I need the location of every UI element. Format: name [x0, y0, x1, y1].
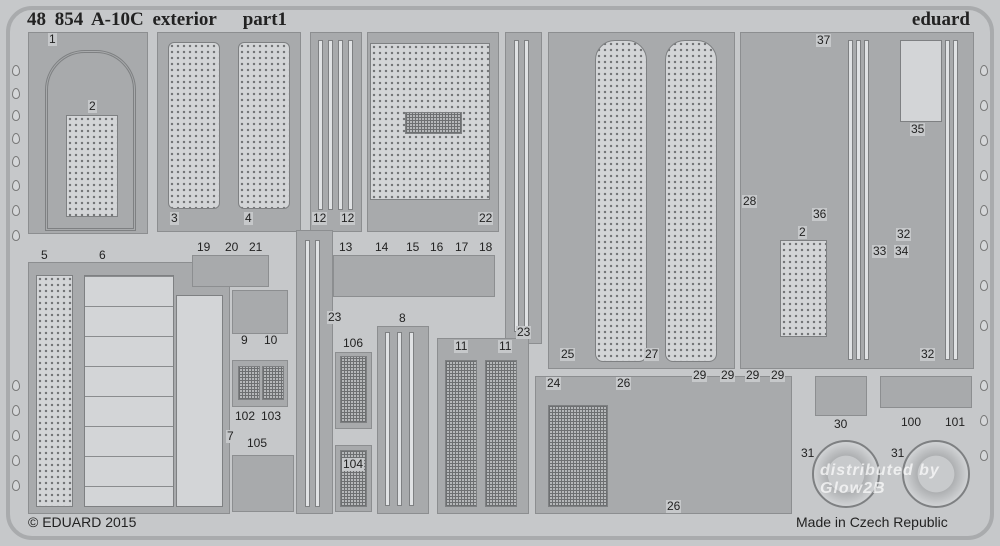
panel-part-105 [232, 455, 294, 512]
part-2b [780, 240, 827, 337]
part-4 [238, 42, 290, 209]
panel-part-23 [505, 32, 542, 344]
part-label: 22 [478, 211, 494, 225]
part-label: 100 [900, 415, 923, 429]
part-label: 6 [98, 248, 107, 262]
part-label: 2 [798, 225, 807, 239]
part-label: 10 [263, 333, 279, 347]
part-label: 13 [338, 240, 354, 254]
part-label: 3 [170, 211, 179, 225]
part-label: 27 [644, 347, 660, 361]
part-27-left [595, 40, 647, 362]
part-label: 23 [516, 325, 532, 339]
part-label: 12 [312, 211, 328, 225]
part-label: 15 [405, 240, 421, 254]
mesh-grille [405, 112, 462, 134]
part-label: 29 [745, 368, 761, 382]
part-label: 29 [720, 368, 736, 382]
part-5 [36, 275, 73, 507]
part-label: 18 [478, 240, 494, 254]
part-label: 28 [742, 194, 758, 208]
part-label: 29 [692, 368, 708, 382]
part-label: 11 [498, 339, 513, 353]
part-2 [66, 115, 118, 217]
part-label: 103 [260, 409, 283, 423]
brand-logo: eduard [911, 9, 970, 30]
part-label: 26 [666, 499, 682, 513]
part-3 [168, 42, 220, 209]
part-label: 26 [616, 376, 632, 390]
part-label: 101 [944, 415, 967, 429]
part-label: 105 [246, 436, 269, 450]
panel-part-30 [815, 376, 867, 416]
part-label: 30 [833, 417, 849, 431]
part-7 [176, 295, 223, 507]
part-35 [900, 40, 942, 122]
part-label: 8 [398, 311, 407, 325]
part-label: 20 [224, 240, 240, 254]
part-label: 2 [88, 99, 97, 113]
part-label: 11 [454, 339, 469, 353]
part-label: 31 [800, 446, 816, 460]
part-label: 104 [342, 457, 365, 471]
part-label: 29 [770, 368, 786, 382]
origin-text: Made in Czech Republic [796, 514, 948, 530]
part-label: 14 [374, 240, 390, 254]
part-label: 21 [248, 240, 264, 254]
part-label: 31 [890, 446, 906, 460]
part-label: 34 [894, 244, 910, 258]
part-label: 23 [327, 310, 343, 324]
wheel-hub-31-right [902, 440, 970, 508]
panel-part-100-101 [880, 376, 972, 408]
part-label: 25 [560, 347, 576, 361]
part-label: 37 [816, 33, 832, 47]
part-label: 32 [896, 227, 912, 241]
copyright-text: © EDUARD 2015 [28, 514, 137, 530]
part-label: 35 [910, 122, 926, 136]
part-label: 19 [196, 240, 212, 254]
panel-part-19-21 [192, 255, 269, 287]
part-label: 7 [226, 429, 235, 443]
part-label: 24 [546, 376, 562, 390]
part-label: 106 [342, 336, 365, 350]
part-1-frame [45, 50, 136, 231]
part-label: 5 [40, 248, 49, 262]
part-label: 102 [234, 409, 257, 423]
fret-frame [6, 6, 994, 540]
part-label: 32 [920, 347, 936, 361]
part-label: 9 [240, 333, 249, 347]
part-label: 33 [872, 244, 888, 258]
watermark: distributed by Glow2B [820, 462, 940, 497]
part-label: 36 [812, 207, 828, 221]
panel-part-23b [296, 230, 333, 514]
part-label: 12 [340, 211, 356, 225]
part-27-right [665, 40, 717, 362]
fret-title: 48 854 A-10C exterior part1 [27, 9, 288, 30]
part-6 [84, 275, 174, 507]
part-label: 17 [454, 240, 470, 254]
part-label: 1 [48, 32, 57, 46]
panel-part-9-10 [232, 290, 288, 334]
panel-part-13-18 [333, 255, 495, 297]
wheel-hub-31-left [812, 440, 880, 508]
part-label: 16 [429, 240, 445, 254]
part-label: 4 [244, 211, 253, 225]
